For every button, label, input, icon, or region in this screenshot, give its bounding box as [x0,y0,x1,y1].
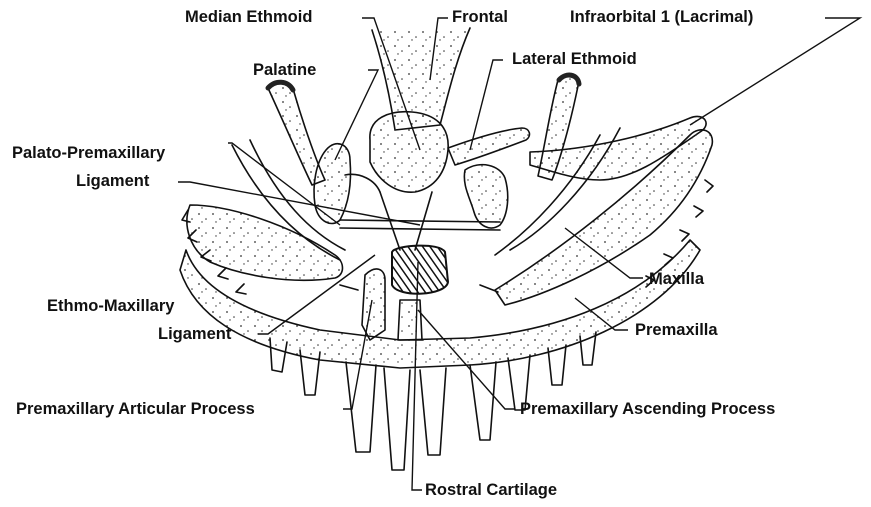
rostral-cartilage [392,246,448,294]
label-ethmo-maxillary-line2: Ligament [158,326,231,343]
premaxillary-articular-process [362,269,385,340]
label-ethmo-maxillary-line1: Ethmo-Maxillary [47,298,174,315]
label-palatine: Palatine [253,62,316,79]
premaxillary-ascending-process [398,300,422,340]
lateral-ethmoid-bone [448,128,529,165]
right-palatine-bone [464,165,507,228]
label-frontal: Frontal [452,9,508,26]
label-rostral-cartilage: Rostral Cartilage [425,482,557,499]
label-palato-premaxillary-line1: Palato-Premaxillary [12,145,165,162]
label-maxilla: Maxilla [649,271,704,288]
label-premaxilla: Premaxilla [635,322,718,339]
label-lateral-ethmoid: Lateral Ethmoid [512,51,637,68]
median-ethmoid-bone [370,112,448,192]
label-palato-premaxillary-line2: Ligament [76,173,149,190]
label-premaxillary-articular: Premaxillary Articular Process [16,401,255,418]
label-median-ethmoid: Median Ethmoid [185,9,312,26]
label-premaxillary-ascending: Premaxillary Ascending Process [520,401,775,418]
label-infraorbital: Infraorbital 1 (Lacrimal) [570,9,753,26]
